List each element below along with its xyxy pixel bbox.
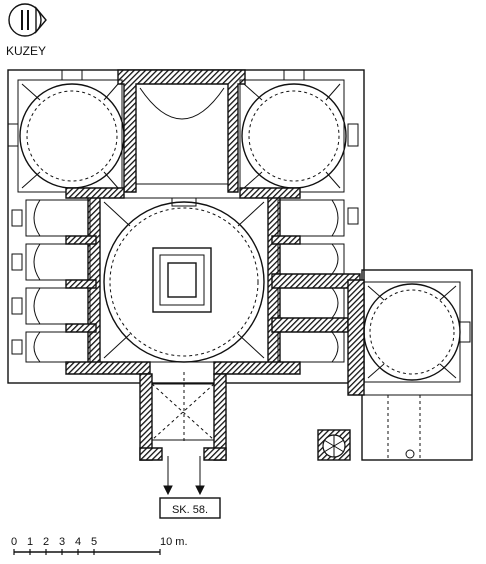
- scale-tick-4: 4: [75, 536, 81, 548]
- scale-tick-3: 3: [59, 536, 65, 548]
- scale-tick-0: 0: [11, 536, 17, 548]
- west-rooms: [11, 199, 97, 363]
- scale-end-label: 10 m.: [160, 536, 188, 548]
- central-hall: [65, 187, 301, 375]
- scale-tick-1: 1: [27, 536, 33, 548]
- scale-tick-2: 2: [43, 536, 49, 548]
- scale-tick-5: 5: [91, 536, 97, 548]
- corner-room-nw: [7, 69, 125, 193]
- north-label: KUZEY: [6, 44, 46, 58]
- annex-room: [347, 279, 471, 460]
- portico: [117, 69, 246, 193]
- figure-label: SK. 58.: [172, 504, 208, 516]
- spiral-stair-icon: [317, 429, 415, 461]
- north-arrow-icon: [8, 3, 47, 37]
- entrance-vestibule: [139, 372, 227, 496]
- scale-bar: 0 1 2 3 4 5 10 m.: [11, 536, 188, 555]
- corner-room-ne: [239, 69, 359, 193]
- east-rooms: [271, 199, 361, 363]
- figure-label-box: [159, 497, 221, 519]
